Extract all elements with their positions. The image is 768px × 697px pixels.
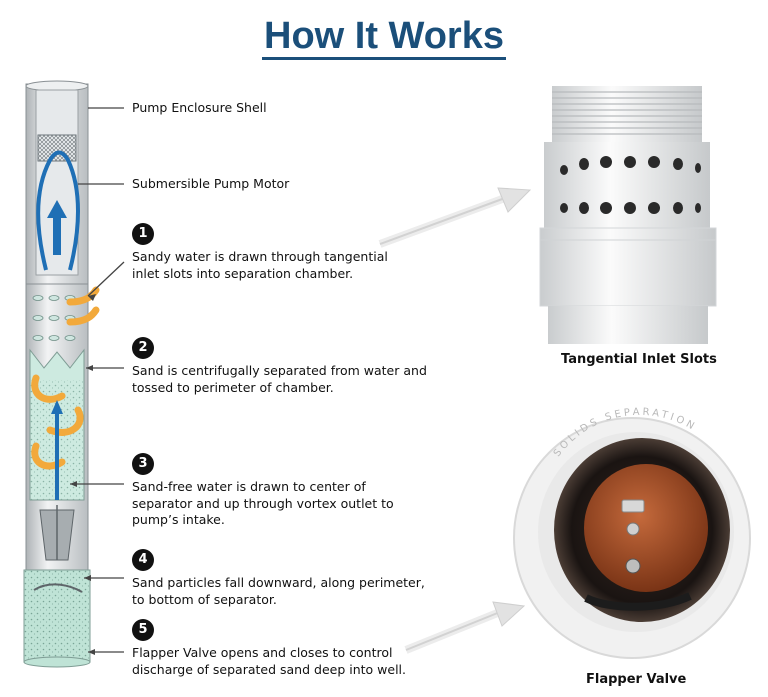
step-1: 1 Sandy water is drawn through tangentia… — [132, 222, 388, 282]
step-number-badge: 4 — [132, 549, 154, 571]
pointer-arrow-valve — [404, 601, 526, 654]
label-pump-enclosure-shell: Pump Enclosure Shell — [132, 100, 267, 115]
label-submersible-pump-motor: Submersible Pump Motor — [132, 176, 290, 191]
step-text: Sand particles fall downward, along peri… — [132, 575, 425, 607]
slots-photo — [539, 86, 717, 344]
pointer-arrow-slots — [378, 187, 532, 248]
page-title: How It Works — [262, 15, 506, 60]
step-5: 5 Flapper Valve opens and closes to cont… — [132, 618, 406, 678]
step-text: Sandy water is drawn through tangential … — [132, 249, 388, 281]
step-number-badge: 3 — [132, 453, 154, 475]
step-3: 3 Sand-free water is drawn to center of … — [132, 452, 394, 529]
pump-cutaway — [23, 80, 100, 668]
leader-arrowheads — [70, 294, 96, 655]
title-wrap: How It Works — [0, 14, 768, 60]
step-text: Flapper Valve opens and closes to contro… — [132, 645, 406, 677]
caption-flapper-valve: Flapper Valve — [586, 672, 687, 687]
valve-photo: SOLIDS SEPARATION — [513, 407, 751, 659]
step-number-badge: 1 — [132, 223, 154, 245]
step-text: Sand-free water is drawn to center of se… — [132, 479, 394, 527]
step-2: 2 Sand is centrifugally separated from w… — [132, 336, 427, 396]
step-4: 4 Sand particles fall downward, along pe… — [132, 548, 425, 608]
step-text: Sand is centrifugally separated from wat… — [132, 363, 427, 395]
caption-tangential-inlet-slots: Tangential Inlet Slots — [561, 352, 717, 367]
step-number-badge: 2 — [132, 337, 154, 359]
step-number-badge: 5 — [132, 619, 154, 641]
